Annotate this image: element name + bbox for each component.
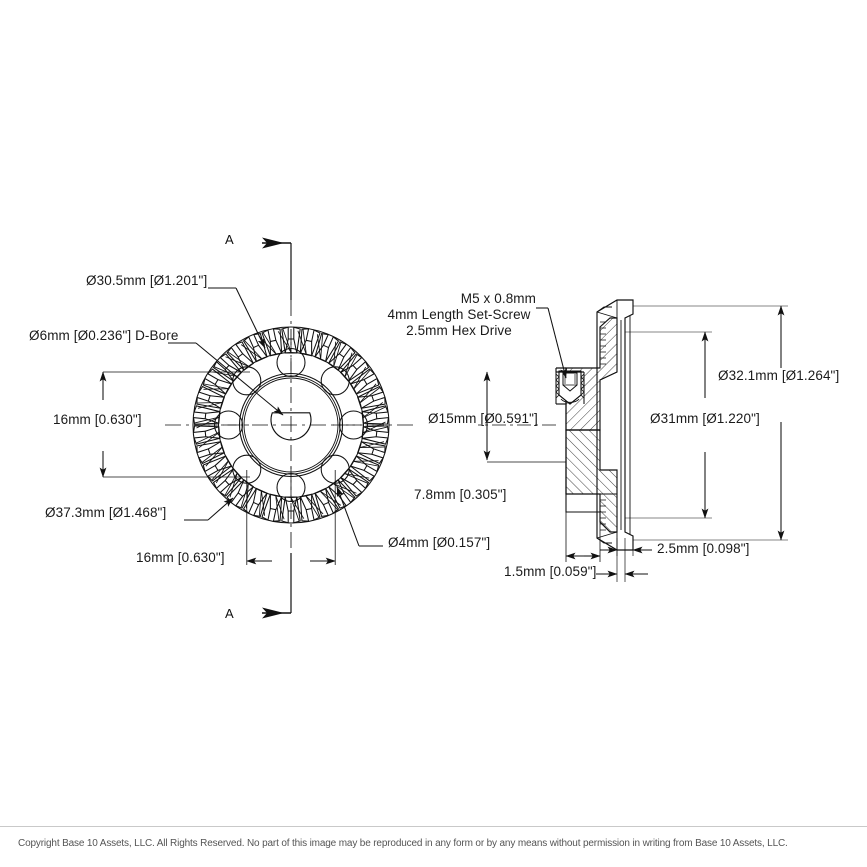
section-marker-top-letter: A: [225, 232, 234, 247]
label-gear-outer-diameter: Ø32.1mm [Ø1.264"]: [718, 368, 840, 383]
section-view-annotations: [478, 305, 788, 582]
hole-centerlines: [208, 342, 374, 508]
dim-gear-dia-31mm: [625, 331, 712, 519]
label-setscrew-line3: 2.5mm Hex Drive: [406, 323, 512, 338]
dim-rim-2-5mm: [600, 540, 652, 556]
gear-front-view: [165, 300, 417, 553]
section-line-a-a: [262, 237, 292, 619]
label-dim-vertical-16mm: 16mm [0.630"]: [53, 412, 142, 427]
dim-web-1-5mm: [596, 538, 648, 582]
label-setscrew-line2: 4mm Length Set-Screw: [387, 307, 531, 322]
leader-hole-dia: [336, 486, 360, 547]
dim-hub-length-7-8mm: [565, 494, 601, 562]
label-hole-diameter: Ø4mm [Ø0.157"]: [388, 535, 491, 550]
bevel-rim-section: [596, 306, 612, 544]
label-pitch-diameter: Ø30.5mm [Ø1.201"]: [86, 273, 208, 288]
dim-hub-dia-15mm: [483, 371, 566, 463]
label-setscrew-line1: M5 x 0.8mm: [460, 291, 536, 306]
dim-vertical-16mm: [99, 371, 250, 478]
section-view-geometry: [555, 299, 634, 551]
label-gear-body-diameter: Ø31mm [Ø1.220"]: [650, 411, 760, 426]
section-marker-bottom-letter: A: [225, 606, 234, 621]
label-rim-thickness: 2.5mm [0.098"]: [657, 541, 750, 556]
label-web-thickness: 1.5mm [0.059"]: [504, 564, 597, 579]
leader-pitch-dia: [235, 287, 266, 349]
leader-dbore: [195, 342, 284, 416]
leader-setscrew: [547, 307, 567, 379]
copyright-notice: Copyright Base 10 Assets, LLC. All Right…: [18, 838, 788, 849]
gear-teeth-ring: [192, 326, 390, 524]
label-d-bore: Ø6mm [Ø0.236"] D-Bore: [29, 328, 179, 343]
label-outer-diameter: Ø37.3mm [Ø1.468"]: [45, 505, 167, 520]
label-hub-diameter: Ø15mm [Ø0.591"]: [428, 411, 538, 426]
front-view-annotations: [99, 287, 383, 565]
label-dim-horizontal-16mm: 16mm [0.630"]: [136, 550, 225, 565]
label-hub-length: 7.8mm [0.305"]: [414, 487, 507, 502]
dim-horizontal-16mm: [246, 470, 336, 565]
leader-outer-dia: [207, 497, 234, 521]
d-bore: [270, 412, 312, 441]
dim-gear-dia-32-1mm: [633, 305, 788, 541]
